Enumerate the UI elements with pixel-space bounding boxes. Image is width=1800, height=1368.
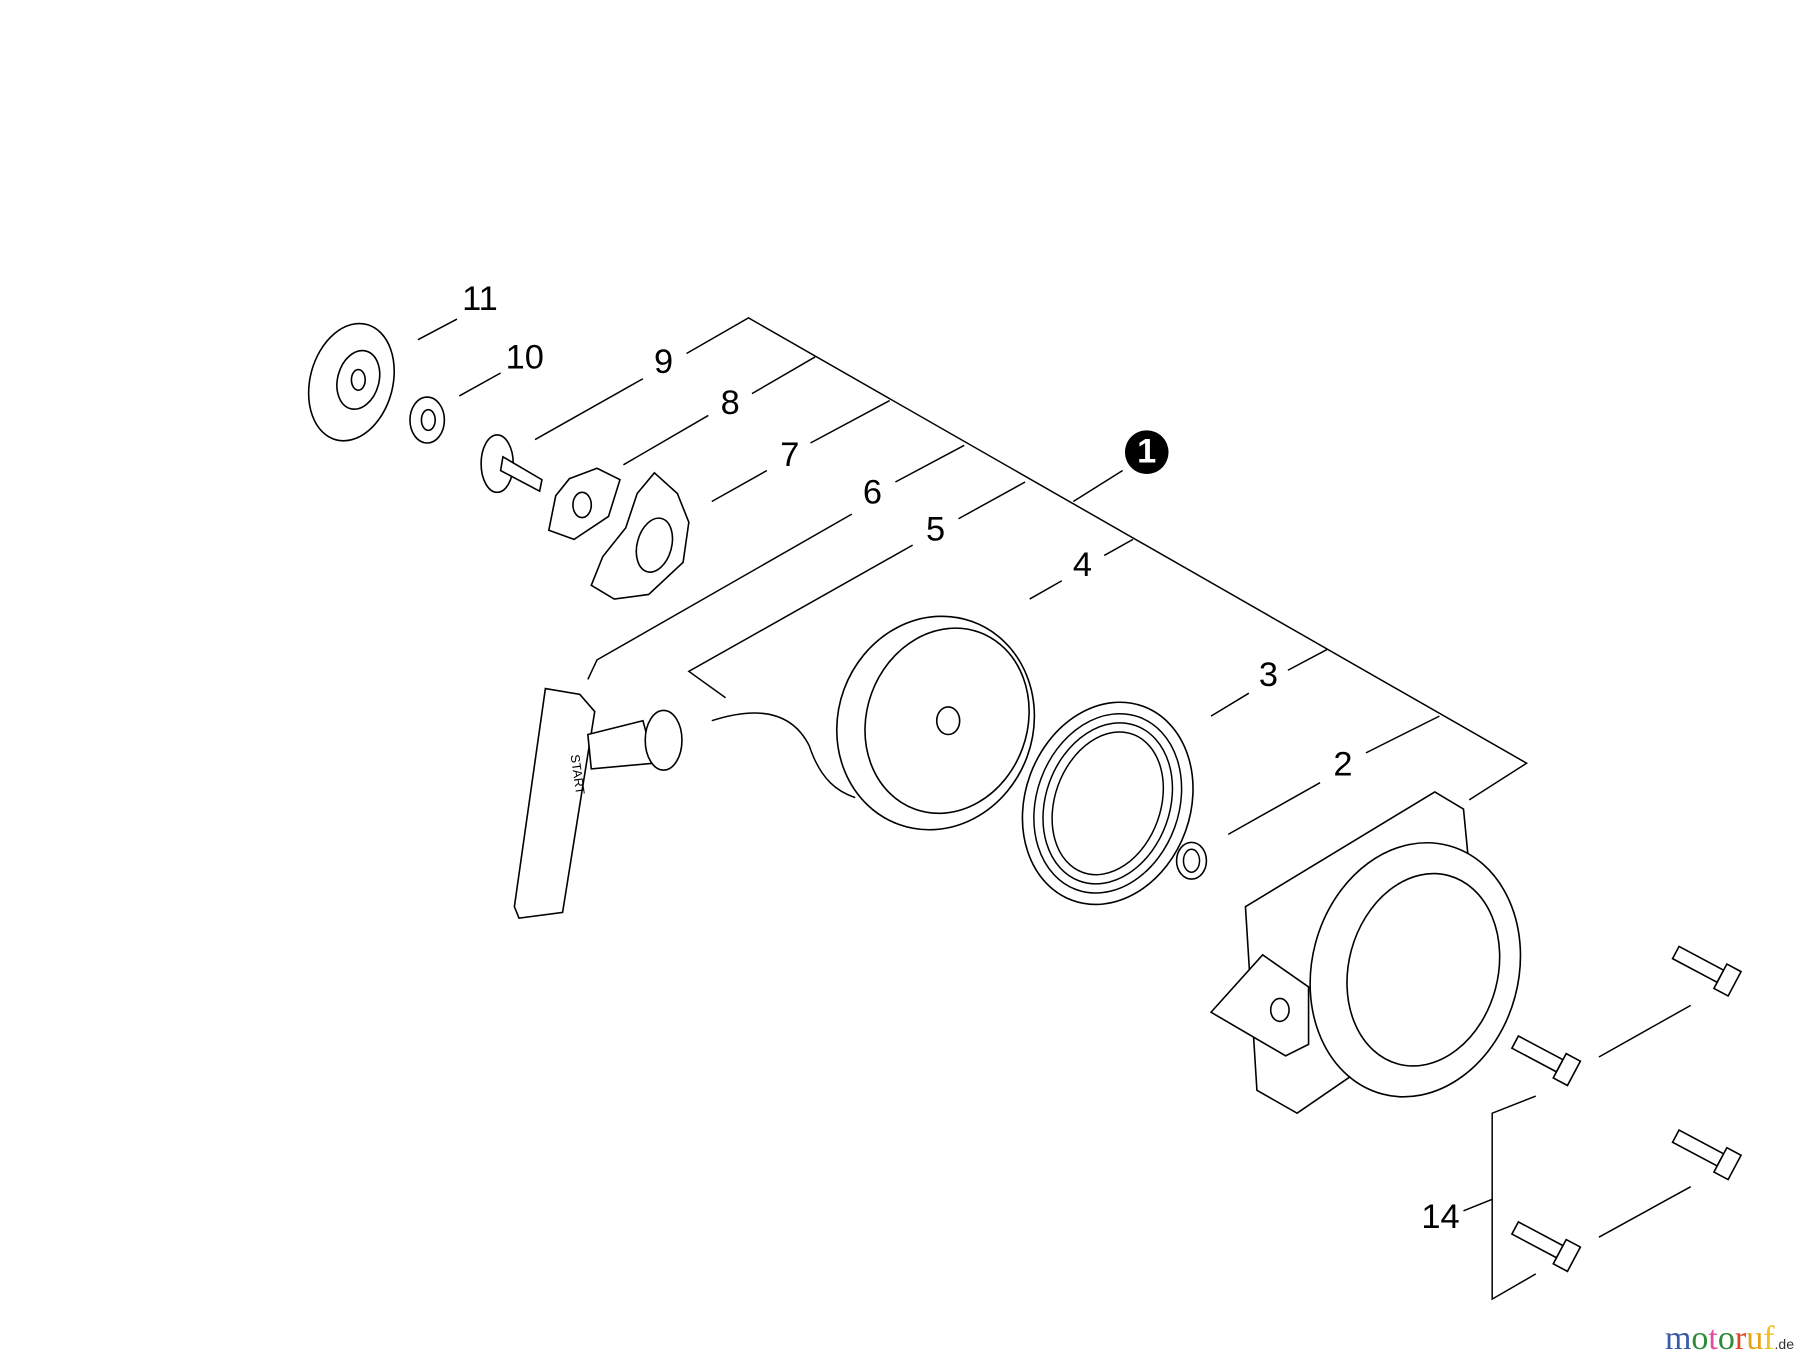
part-6-handle: START <box>513 687 683 919</box>
callout-10: 10 <box>506 338 544 376</box>
callout-1: 1 <box>1124 430 1169 474</box>
part-11-pawl-plate <box>307 322 396 442</box>
watermark-text: motoruf <box>1665 1320 1775 1357</box>
callout-2: 2 <box>1333 746 1352 784</box>
watermark-letter: f <box>1763 1320 1775 1357</box>
callout-8: 8 <box>721 384 740 422</box>
callout-14: 14 <box>1421 1198 1459 1236</box>
callout-7: 7 <box>780 436 799 474</box>
leader-lines <box>417 317 1692 1301</box>
callout-5: 5 <box>926 510 945 548</box>
part-8-spring-clip <box>547 467 621 541</box>
watermark-letter: o <box>1691 1320 1709 1357</box>
watermark-letter: m <box>1664 1320 1692 1357</box>
part-9-pin <box>480 434 543 494</box>
callout-9: 9 <box>654 343 673 381</box>
watermark-letter: u <box>1746 1320 1764 1357</box>
watermark-letter: t <box>1708 1320 1718 1357</box>
part-4-pulley <box>835 615 1036 831</box>
watermark-suffix: .de <box>1774 1336 1794 1352</box>
callout-3: 3 <box>1259 656 1278 694</box>
starter-housing <box>1209 790 1522 1115</box>
callout-11: 11 <box>462 280 498 318</box>
watermark-letter: o <box>1717 1320 1735 1357</box>
callout-6: 6 <box>863 474 882 512</box>
part-10-nut <box>409 396 446 444</box>
svg-text:1: 1 <box>1137 432 1156 470</box>
motoruf-watermark-logo: motoruf.de <box>1665 1320 1794 1358</box>
part-7-ratchet <box>590 471 690 600</box>
watermark-letter: r <box>1734 1320 1747 1357</box>
handle-start-text: START <box>568 754 587 796</box>
callout-4: 4 <box>1073 546 1092 584</box>
part-14-screws <box>1510 945 1743 1273</box>
part-2-small-spring <box>1175 841 1208 880</box>
part-5-rope <box>711 712 856 799</box>
part-3-recoil-spring <box>1021 701 1194 906</box>
